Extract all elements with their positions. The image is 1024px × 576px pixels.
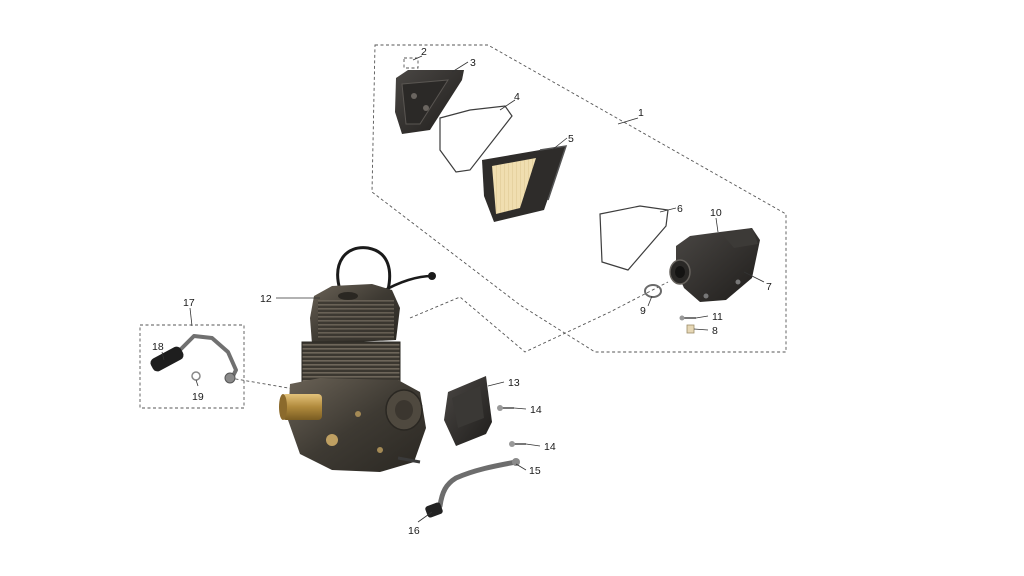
callout-14-lower: 14 (544, 441, 556, 453)
intake-link-dashed (409, 281, 669, 353)
kickstarter-arm-part (176, 334, 238, 384)
callout-3: 3 (470, 57, 476, 69)
drain-clip-part (679, 315, 696, 321)
airbox-group-outline (371, 44, 787, 353)
part-2-small-box (403, 57, 419, 69)
callout-13: 13 (508, 377, 520, 389)
callout-12: 12 (260, 293, 272, 305)
airbox-cover-part (395, 70, 464, 134)
callout-7: 7 (766, 281, 772, 293)
callout-4: 4 (514, 91, 520, 103)
leader-lines (161, 55, 765, 523)
callout-11: 11 (712, 311, 723, 323)
air-filter-element-part (482, 145, 568, 222)
kick-leader-dashed (229, 377, 301, 391)
callout-19: 19 (192, 391, 204, 403)
callout-18: 18 (152, 341, 164, 353)
callout-14-upper: 14 (530, 404, 542, 416)
kickstarter-rubber-part (150, 346, 184, 372)
callout-17: 17 (183, 297, 195, 309)
kickstarter-washer-part (191, 371, 201, 381)
callout-15: 15 (529, 465, 541, 477)
callout-8: 8 (712, 325, 718, 337)
callout-labels: 2 3 4 5 1 6 10 7 9 11 8 12 13 14 14 15 1… (152, 46, 772, 537)
engine-part (279, 246, 436, 472)
intake-gasket-part (599, 205, 669, 271)
callout-1: 1 (638, 107, 644, 119)
hose-clamp-part (644, 284, 662, 298)
airbox-body-part (669, 228, 760, 302)
callout-5: 5 (568, 133, 574, 145)
callout-10: 10 (710, 207, 722, 219)
shift-lever-part (437, 458, 520, 509)
bolt-upper-part (497, 405, 514, 411)
bolt-lower-part (509, 441, 526, 447)
callout-9: 9 (640, 305, 646, 317)
drain-plug-part (686, 324, 695, 334)
callout-2: 2 (421, 46, 427, 58)
airbox-gasket-part (439, 105, 513, 173)
callout-16: 16 (408, 525, 420, 537)
callout-6: 6 (677, 203, 683, 215)
chain-cover-part (444, 376, 492, 446)
